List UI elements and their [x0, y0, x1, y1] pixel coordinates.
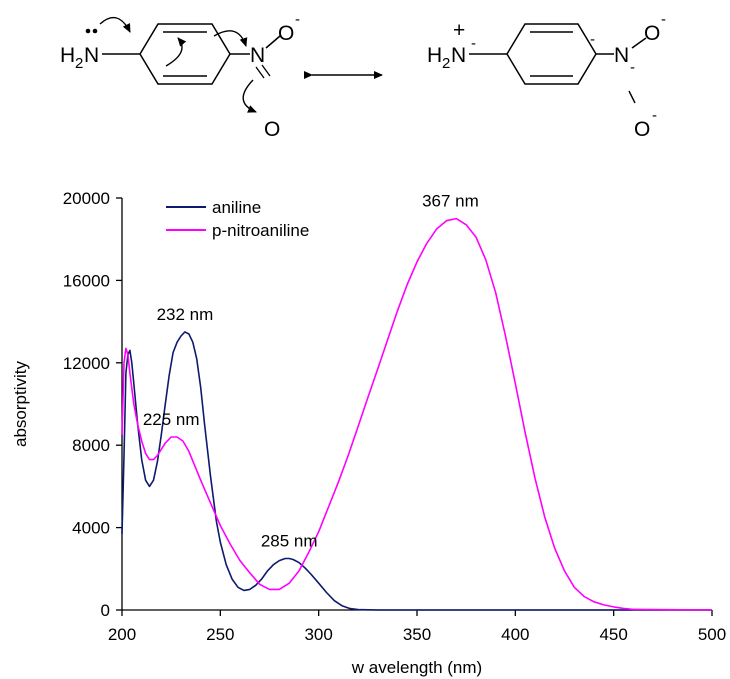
- legend-label: aniline: [212, 198, 261, 217]
- y-tick-label: 0: [101, 601, 110, 620]
- ring-charge: -: [590, 31, 595, 48]
- lone-pair-dot: [85, 28, 91, 34]
- oxygen-top-label: O: [644, 22, 660, 45]
- structure-zwitterion: H 2 N + - - N - O - O -: [427, 11, 666, 141]
- bond-n-o-bottom: [628, 90, 636, 104]
- amine-charge: +: [453, 19, 465, 42]
- amine-h-label: H: [427, 44, 442, 67]
- chart-axes: [121, 198, 712, 611]
- legend-label: p-nitroaniline: [212, 221, 309, 240]
- lone-pair-dot: [92, 28, 98, 34]
- resonance-scheme: H 2 N N O - O H 2 N: [60, 11, 666, 141]
- oxygen-bottom-label: O: [634, 118, 650, 141]
- amine-h-label: H: [60, 44, 75, 67]
- oxygen-top-charge: -: [295, 11, 300, 28]
- y-axis-ticks: 0 4000 8000 12000 16000 20000: [63, 189, 122, 620]
- bond-n-o-top: [631, 37, 647, 49]
- nitro-n-label: N: [250, 44, 265, 67]
- amine-n-label: N: [451, 44, 466, 67]
- series-layer: [121, 217, 713, 611]
- oxygen-top-charge: -: [661, 11, 666, 28]
- series-line-1: [121, 217, 713, 611]
- y-axis-title: absorptivity: [11, 361, 30, 447]
- legend: aniline p-nitroaniline: [166, 198, 309, 240]
- bond-n-o-bottom: [255, 66, 265, 79]
- peak-annotations: 367 nm 232 nm 225 nm 285 nm: [143, 192, 479, 551]
- curved-arrow-icon: [213, 30, 248, 47]
- curved-arrow-icon: [242, 79, 257, 113]
- y-tick-label: 16000: [63, 271, 110, 290]
- peak-label: 225 nm: [143, 410, 200, 429]
- oxygen-bottom-charge: -: [652, 107, 657, 124]
- y-tick-label: 20000: [63, 189, 110, 208]
- series-line-0: [121, 331, 712, 611]
- x-tick-label: 350: [403, 625, 431, 644]
- peak-label: 367 nm: [422, 192, 479, 211]
- x-tick-label: 400: [501, 625, 529, 644]
- y-tick-label: 4000: [72, 519, 110, 538]
- quinoid-ring: [506, 23, 597, 85]
- structure-neutral: H 2 N N O - O: [60, 11, 300, 141]
- benzene-ring: [139, 23, 231, 85]
- x-axis-title: w avelength (nm): [351, 658, 482, 677]
- curved-arrow-icon: [165, 37, 187, 67]
- amine-sub-label: 2: [75, 55, 83, 72]
- amine-n-label: N: [84, 44, 99, 67]
- bond-n-o-bottom: [261, 64, 271, 77]
- x-tick-label: 200: [108, 625, 136, 644]
- x-axis-ticks: 200 250 300 350 400 450 500: [108, 610, 726, 644]
- curved-arrow-icon: [99, 16, 131, 33]
- x-tick-label: 250: [206, 625, 234, 644]
- uv-spectrum-chart: 0 4000 8000 12000 16000 20000 200 250 300 350 400…: [11, 189, 726, 677]
- peak-label: 232 nm: [157, 305, 214, 324]
- x-tick-label: 500: [698, 625, 726, 644]
- oxygen-bottom-label: O: [264, 118, 280, 141]
- y-tick-label: 12000: [63, 354, 110, 373]
- oxygen-top-label: O: [278, 22, 294, 45]
- bond-n-o-top: [265, 35, 281, 49]
- nitro-n-mark: -: [630, 59, 635, 76]
- x-tick-label: 300: [304, 625, 332, 644]
- amine-sub-label: 2: [442, 55, 450, 72]
- x-tick-label: 450: [599, 625, 627, 644]
- amine-bond-mark: -: [471, 35, 476, 52]
- nitro-n-label: N: [614, 44, 629, 67]
- y-tick-label: 8000: [72, 436, 110, 455]
- peak-label: 285 nm: [261, 532, 318, 551]
